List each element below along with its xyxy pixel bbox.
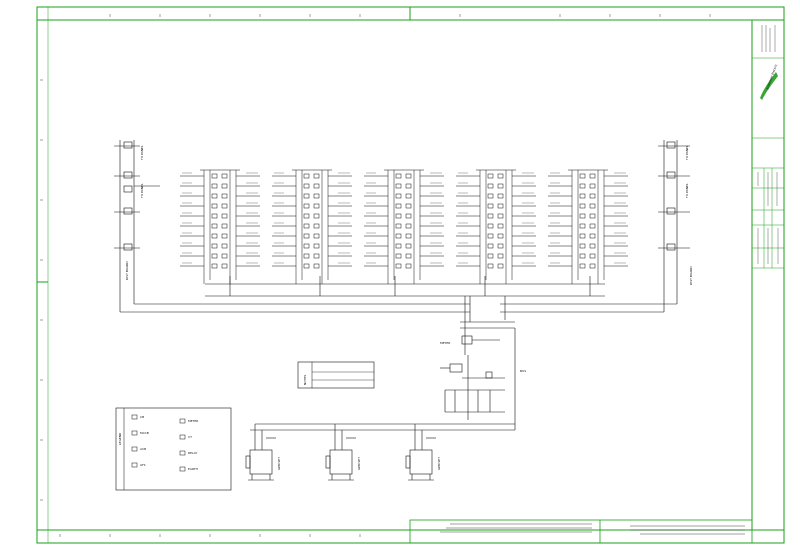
incoming-section <box>250 321 516 431</box>
legend-row: CT <box>179 434 192 440</box>
legend-title: LEGEND <box>118 432 122 445</box>
generator-label: GEN SET <box>357 457 361 470</box>
generator-label: GEN SET <box>277 457 281 470</box>
grid-ticks <box>40 14 711 537</box>
legend-row: MCCB <box>131 430 149 436</box>
legend-row: RELAY <box>179 450 198 456</box>
legend-row: METER <box>179 418 198 424</box>
generator-set <box>405 424 436 481</box>
meter-box <box>461 335 473 345</box>
legend-row: ATS <box>131 462 146 468</box>
right-feeder-top-label: TO PANEL <box>685 145 689 161</box>
right-riser-note: DIST BOARD <box>689 266 693 285</box>
meter-label: METER <box>440 341 450 345</box>
bottom-title-strip <box>409 519 753 544</box>
schneider-electric-logo: Schneider Electric <box>760 63 778 100</box>
panel-group <box>364 169 444 284</box>
panel-group <box>548 169 628 284</box>
note-box: NOTES <box>297 361 375 389</box>
generator-set <box>325 424 356 481</box>
legend-row-label: ATS <box>140 463 146 467</box>
panel-group <box>456 169 536 284</box>
legend-table: LEGEND CB MCCB ACB ATS METER CT RELAY EARTH <box>115 407 232 491</box>
legend-row: CB <box>131 414 144 420</box>
left-feeder-riser <box>114 140 470 313</box>
legend-row-label: METER <box>188 419 198 423</box>
right-feeder-riser <box>500 140 690 313</box>
legend-row-label: MCCB <box>140 431 149 435</box>
legend-row: ACB <box>131 446 146 452</box>
panel-group <box>272 169 352 284</box>
legend-row-label: RELAY <box>188 451 198 455</box>
left-feeder-top-label: TO PANEL <box>140 145 144 161</box>
note-box-title: NOTES <box>303 375 307 385</box>
left-feeder-mid-label: TO PANEL <box>140 183 144 199</box>
legend-row-label: CT <box>188 435 192 439</box>
generator-sets: GEN SET GEN SET GEN SET <box>245 424 441 481</box>
generator-set <box>245 424 276 481</box>
legend-row-label: EARTH <box>188 467 198 471</box>
distribution-panel-groups <box>180 169 628 284</box>
generator-label: GEN SET <box>437 457 441 470</box>
legend-row-label: ACB <box>140 447 146 451</box>
collector-bus <box>205 276 605 322</box>
left-riser-note: DIST BOARD <box>125 261 129 280</box>
title-block <box>751 19 785 531</box>
right-feeder-mid-label: TO PANEL <box>685 183 689 199</box>
legend-row-label: CB <box>140 415 144 419</box>
transformer-box <box>449 363 463 373</box>
legend-row: EARTH <box>179 466 198 472</box>
outer-border <box>36 6 785 544</box>
busbar-note: BUS <box>520 369 526 373</box>
panel-group <box>180 169 260 284</box>
